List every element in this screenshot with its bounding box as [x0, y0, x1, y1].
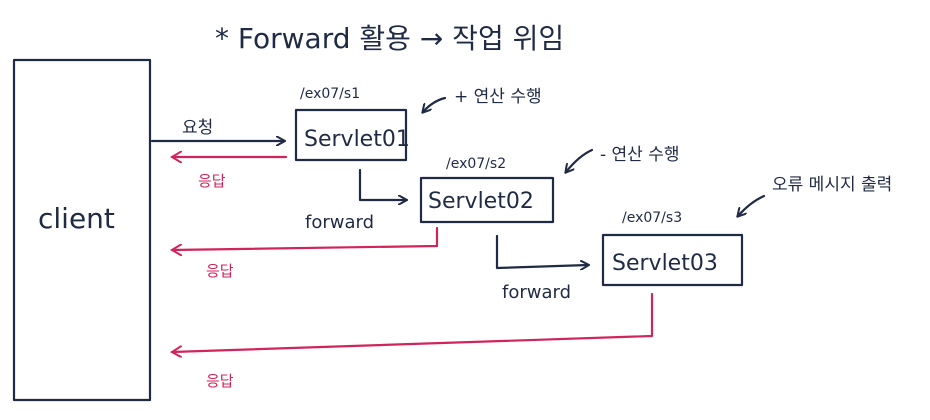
- diagram-title: * Forward 활용 → 작업 위임: [215, 22, 564, 55]
- servlet-2-path: /ex07/s2: [446, 156, 506, 172]
- servlet-1-path: /ex07/s1: [300, 86, 360, 102]
- servlet-3-box: [601, 233, 744, 287]
- servlet-3-path: /ex07/s3: [622, 210, 682, 226]
- client-label: client: [38, 202, 115, 235]
- response-2-label: 응답: [206, 262, 234, 280]
- servlet-2-note: - 연산 수행: [600, 145, 680, 165]
- forward-2-label: forward: [502, 282, 571, 303]
- servlet-2-note-arrow: [566, 148, 594, 172]
- servlet-2-box: [419, 176, 555, 224]
- forward-1-label: forward: [305, 212, 374, 233]
- response-1-label: 응답: [198, 172, 226, 190]
- servlet-3-note-arrow: [738, 194, 766, 216]
- request-label: 요청: [182, 118, 213, 138]
- servlet-2-label: Servlet02: [428, 189, 534, 214]
- servlet-1-note: + 연산 수행: [454, 87, 542, 107]
- servlet-1-box: [294, 108, 408, 162]
- response-2-arrow: [172, 226, 439, 250]
- servlet-3-label: Servlet03: [612, 251, 718, 276]
- response-3-label: 응답: [206, 372, 234, 390]
- forward-2-arrow: [495, 234, 588, 268]
- forward-1-arrow: [358, 168, 406, 200]
- response-3-arrow: [172, 292, 654, 352]
- client-box: [12, 58, 152, 402]
- servlet-3-note: 오류 메시지 출력: [772, 175, 892, 195]
- servlet-1-label: Servlet01: [304, 127, 410, 152]
- servlet-1-note-arrow: [423, 96, 447, 112]
